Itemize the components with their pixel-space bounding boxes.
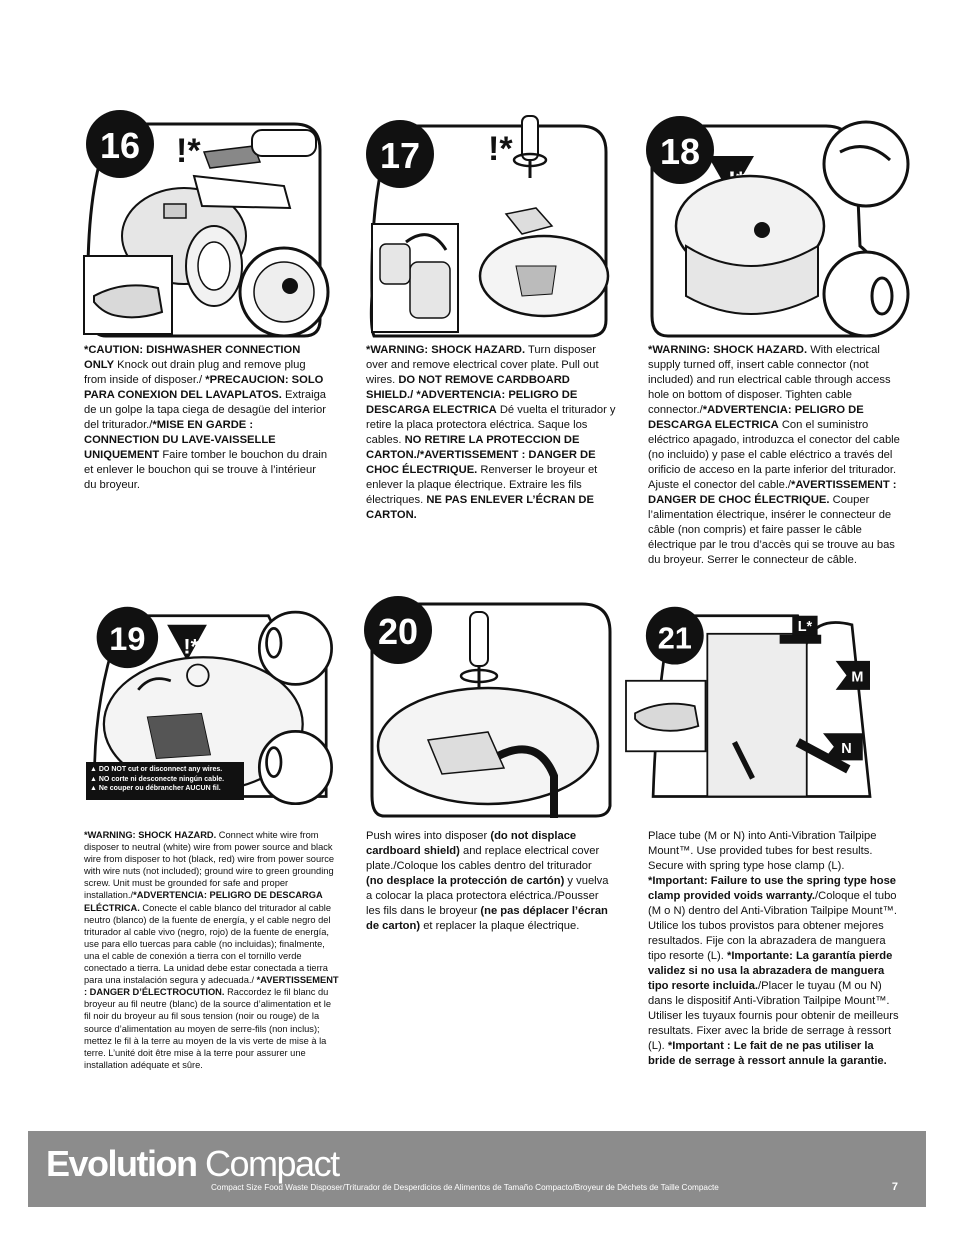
caption-segment: Conecte el cable blanco del triturador a…	[84, 902, 332, 986]
caption-segment: Place tube (M or N) into Anti-Vibration …	[648, 830, 877, 872]
brand-logo: Evolution Compact	[46, 1143, 340, 1185]
caption-segment: *AVERTISSEMENT : DANGER D’ÉLECTROCUTION.	[84, 975, 339, 998]
wire-warning-es: ▲ NO corte ni desconecte ningún cable.	[90, 775, 225, 783]
svg-text:!*: !*	[183, 634, 199, 659]
step-21-caption: Place tube (M or N) into Anti-Vibration …	[648, 829, 902, 1069]
step-20-illustration: 20	[364, 596, 612, 818]
step-18-number: 18	[660, 131, 700, 172]
caption-segment: *WARNING: SHOCK HAZARD.	[84, 830, 217, 840]
caption-segment: Renverser le broyeur et enlever la plaqu…	[366, 464, 598, 506]
step-19-illustration: 19 !*	[84, 596, 333, 818]
step-21-number: 21	[658, 620, 692, 655]
step-20-caption: Push wires into disposer (do not displac…	[366, 829, 611, 934]
caption-segment: *MISE EN GARDE : CONNECTION DU LAVE-VAIS…	[84, 419, 276, 461]
caption-segment: (no desplace la protección de cartón)	[366, 875, 565, 887]
step-18-illustration: 18 !*	[646, 116, 910, 338]
caption-segment: Con el suministro eléctrico apagado, int…	[648, 419, 900, 491]
footer-bar: Evolution Compact Compact Size Food Wast…	[28, 1131, 926, 1207]
caption-segment: /Coloque el tubo (M o N) dentro del Anti…	[648, 890, 897, 962]
warning-triangle-icon	[167, 624, 207, 661]
caption-segment: *Importante: La garantía pierde validez …	[648, 950, 893, 992]
caption-segment: Push wires into disposer	[366, 830, 491, 842]
wire-warning-box: ▲ DO NOT cut or disconnect any wires. ▲ …	[86, 762, 244, 800]
step-19-number: 19	[109, 621, 145, 657]
label-l: L*	[798, 619, 813, 635]
caution-mark-icon: !*	[176, 132, 201, 170]
step-20-number: 20	[378, 611, 418, 652]
wire-warning-fr: ▲ Ne couper ou débrancher AUCUN fil.	[90, 785, 221, 793]
step-17-number: 17	[380, 135, 420, 176]
caption-segment: *CAUTION: DISHWASHER CONNECTION ONLY	[84, 344, 301, 371]
brand-name-light: Compact	[205, 1143, 340, 1184]
caption-segment: Dé vuelta el triturador y retire la plac…	[366, 404, 616, 446]
caption-segment: and replace electrical cover plate./Colo…	[366, 845, 600, 872]
caption-segment: Raccordez le fil blanc du broyeur au fil…	[84, 987, 332, 1070]
caption-segment: et replacer la plaque électrique.	[420, 920, 580, 932]
caption-segment: *WARNING: SHOCK HAZARD.	[366, 344, 526, 356]
label-m: M	[851, 670, 863, 686]
wire-warning-en: ▲ DO NOT cut or disconnect any wires.	[90, 766, 223, 773]
caption-segment: /Placer le tuyau (M ou N) dans le dispos…	[648, 980, 899, 1052]
caution-mark-icon: !*	[488, 130, 513, 168]
caption-segment: NE PAS ENLEVER L’ÉCRAN DE CARTON.	[366, 494, 594, 521]
footer-subtitle: Compact Size Food Waste Disposer/Tritura…	[211, 1183, 719, 1192]
caption-segment: *ADVERTENCIA: PELIGRO DE DESCARGA ELÉCTR…	[84, 890, 323, 913]
caption-segment: With electrical supply turned off, inser…	[648, 344, 891, 416]
step-16-number: 16	[100, 125, 140, 166]
brand-name-bold: Evolution	[46, 1143, 198, 1184]
step-17-caption: *WARNING: SHOCK HAZARD. Turn disposer ov…	[366, 343, 618, 523]
caption-segment: Couper l’alimentation électrique, insére…	[648, 494, 895, 566]
page-number: 7	[891, 1181, 898, 1193]
label-n: N	[841, 741, 851, 757]
caption-segment: (do not displace cardboard shield)	[366, 830, 577, 857]
step-17-illustration: 17 !*	[366, 115, 610, 338]
caption-segment: DO NOT REMOVE CARDBOARD SHIELD./ *ADVERT…	[366, 374, 578, 416]
step-21-illustration: 21 L* M N	[625, 596, 872, 818]
caption-segment: NO RETIRE LA PROTECCION DE CARTON./*AVER…	[366, 434, 596, 476]
step-16-caption: *CAUTION: DISHWASHER CONNECTION ONLY Kno…	[84, 343, 329, 493]
step-19-caption: *WARNING: SHOCK HAZARD. Connect white wi…	[84, 829, 339, 1071]
step-18-caption: *WARNING: SHOCK HAZARD. With electrical …	[648, 343, 900, 568]
caption-segment: Extraiga de un golpe la tapa ciega de de…	[84, 389, 327, 431]
caption-segment: Knock out drain plug and remove plug fro…	[84, 359, 306, 386]
caption-segment: (ne pas déplacer l’écran de carton)	[366, 905, 608, 932]
caption-segment: *WARNING: SHOCK HAZARD.	[648, 344, 808, 356]
caption-segment: Connect white wire from disposer to neut…	[84, 830, 335, 901]
caption-segment: Faire tomber le bouchon du drain et enle…	[84, 449, 328, 491]
caption-segment: y vuelva a colocar la placa protectora e…	[366, 875, 609, 917]
caption-segment: *Important: Failure to use the spring ty…	[648, 875, 897, 902]
warning-triangle-icon	[708, 156, 754, 196]
step-16-illustration: 16 !*	[83, 110, 330, 338]
caption-segment: Turn disposer over and remove electrical…	[366, 344, 599, 386]
caption-segment: *Important : Le fait de ne pas utiliser …	[648, 1040, 887, 1067]
caption-segment: *ADVERTENCIA: PELIGRO DE DESCARGA ELECTR…	[648, 404, 864, 431]
caption-segment: *AVERTISSEMENT : DANGER DE CHOC ÉLECTRIQ…	[648, 479, 897, 506]
caption-segment: *PRECAUCION: SOLO PARA CONEXION DEL LAVA…	[84, 374, 324, 401]
